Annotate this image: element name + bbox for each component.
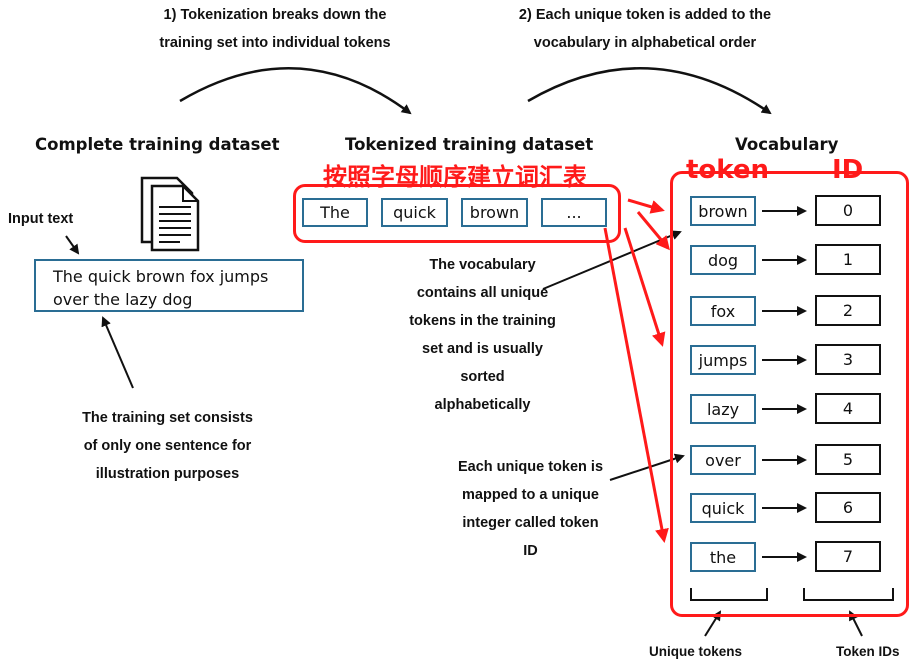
document-icon [140, 176, 200, 252]
mapped-note-line-1: Each unique token is [457, 459, 604, 475]
tokenized-token-2: quick [381, 198, 448, 227]
red-token-annotation: token [686, 155, 770, 185]
tokenized-token-1: The [302, 198, 368, 227]
vocabulary-heading: Vocabulary [735, 135, 839, 154]
input-text-line-2: over the lazy dog [53, 290, 193, 309]
tokenized-token-3: brown [461, 198, 528, 227]
vocab-id-1: 1 [815, 244, 881, 275]
red-arrow-2 [636, 211, 670, 251]
step2-caption-line-2: vocabulary in alphabetical order [533, 35, 757, 51]
token-id-arrows [762, 206, 807, 562]
vocab-token-jumps: jumps [690, 345, 756, 375]
red-id-annotation: ID [832, 155, 864, 185]
complete-dataset-heading: Complete training dataset [35, 135, 280, 154]
vocab-id-6: 6 [815, 492, 881, 523]
step2-curved-arrow [527, 67, 772, 115]
vocab-token-brown: brown [690, 196, 756, 226]
vocab-note-line-2: contains all unique [416, 285, 549, 301]
step2-caption-line-1: 2) Each unique token is added to the [518, 7, 772, 23]
training-note-line-3: illustration purposes [95, 466, 240, 482]
vocab-token-the: the [690, 542, 756, 572]
red-arrow-1 [627, 198, 665, 214]
input-label-arrow [65, 235, 80, 255]
vocab-note-line-4: set and is usually [422, 341, 543, 357]
vocab-token-dog: dog [690, 245, 756, 275]
unique-tokens-label: Unique tokens [649, 644, 743, 659]
mapped-note-line-3: integer called token [462, 515, 599, 531]
vocab-id-0: 0 [815, 195, 881, 226]
step1-caption-line-1: 1) Tokenization breaks down the [163, 7, 387, 23]
token-ids-bracket [803, 588, 894, 601]
mapped-note-line-4: ID [523, 543, 538, 559]
red-arrow-3 [623, 227, 666, 347]
mapped-note-line-2: mapped to a unique [462, 487, 599, 503]
training-set-note: The training set consists of only one se… [55, 404, 280, 488]
vocab-id-3: 3 [815, 344, 881, 375]
vocab-id-7: 7 [815, 541, 881, 572]
tokenized-token-4: ... [541, 198, 607, 227]
vocab-token-over: over [690, 445, 756, 475]
vocab-note-line-3: tokens in the training [409, 313, 556, 329]
step1-caption: 1) Tokenization breaks down the training… [140, 1, 410, 57]
mapped-note: Each unique token is mapped to a unique … [438, 453, 623, 565]
tokenized-red-frame [293, 184, 621, 243]
vocab-note-line-1: The vocabulary [429, 257, 536, 273]
vocab-note-line-5: sorted [460, 369, 505, 385]
training-note-line-1: The training set consists [82, 410, 253, 426]
vocab-token-fox: fox [690, 296, 756, 326]
vocab-token-quick: quick [690, 493, 756, 523]
tokenized-dataset-heading: Tokenized training dataset [345, 135, 594, 154]
input-text-label: Input text [8, 211, 74, 227]
vocab-id-5: 5 [815, 444, 881, 475]
vocab-sorted-note: The vocabulary contains all unique token… [385, 251, 580, 419]
input-text-box: The quick brown fox jumps over the lazy … [34, 259, 304, 312]
vocab-id-2: 2 [815, 295, 881, 326]
input-text-line-1: The quick brown fox jumps [53, 267, 269, 286]
vocab-token-lazy: lazy [690, 394, 756, 424]
step2-caption: 2) Each unique token is added to the voc… [500, 1, 790, 57]
step1-caption-line-2: training set into individual tokens [159, 35, 391, 51]
red-arrow-4 [603, 227, 669, 543]
step1-curved-arrow [179, 67, 412, 115]
training-note-line-2: of only one sentence for [83, 438, 252, 454]
vocab-id-4: 4 [815, 393, 881, 424]
vocabulary-red-frame [670, 171, 909, 617]
training-note-arrow [101, 316, 134, 389]
unique-tokens-bracket [690, 588, 768, 601]
vocab-note-line-6: alphabetically [434, 397, 531, 413]
token-ids-label: Token IDs [836, 644, 900, 659]
